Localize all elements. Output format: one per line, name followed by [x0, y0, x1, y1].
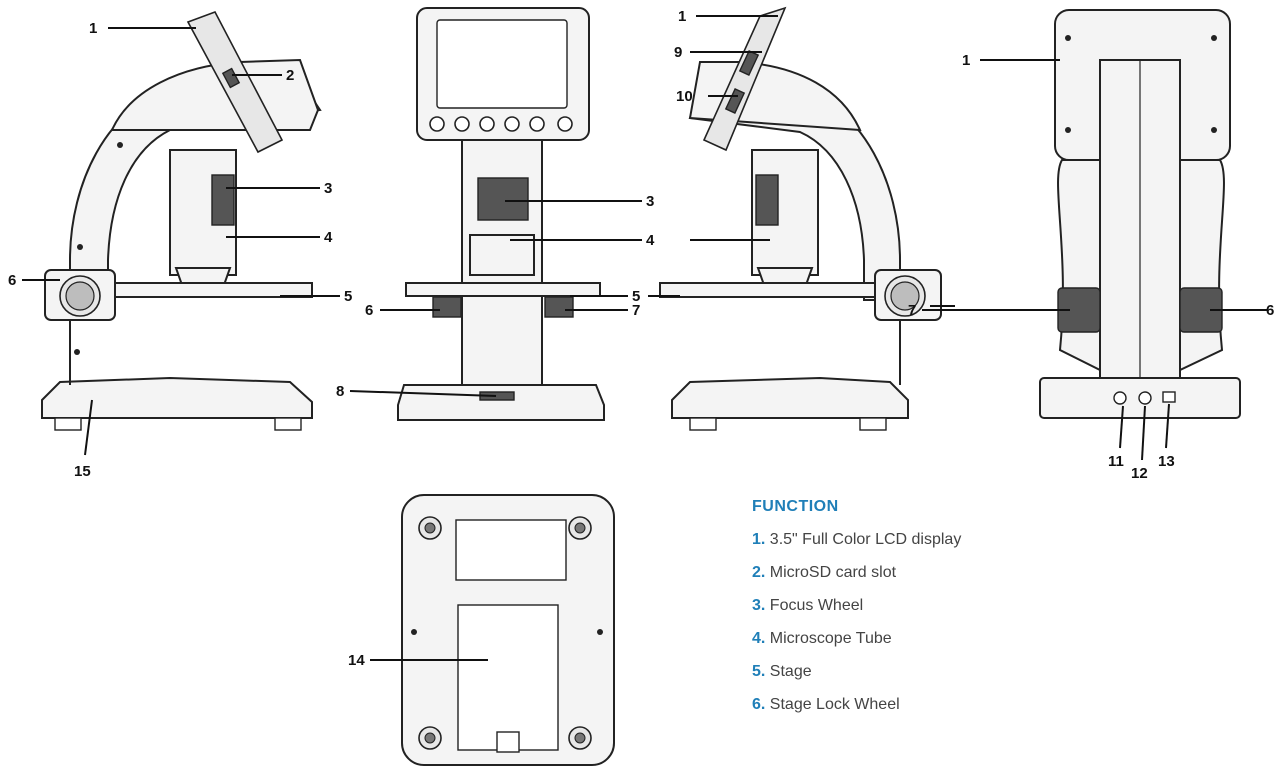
callout-4: 4: [646, 232, 655, 249]
function-legend: FUNCTION 1. 3.5" Full Color LCD display …: [752, 498, 1272, 728]
legend-item-1: 1. 3.5" Full Color LCD display: [752, 530, 1272, 563]
callout-10: 10: [676, 88, 693, 105]
callout-1: 1: [962, 52, 970, 69]
legend-item-6: 6. Stage Lock Wheel: [752, 695, 1272, 728]
callout-6: 6: [365, 302, 373, 319]
legend-item-2: 2. MicroSD card slot: [752, 563, 1272, 596]
callout-12: 12: [1131, 465, 1148, 482]
callout-5: 5: [344, 288, 352, 305]
legend-number: 2.: [752, 564, 766, 581]
legend-label: MicroSD card slot: [769, 564, 897, 581]
legend-label: Microscope Tube: [769, 630, 892, 647]
legend-number: 4.: [752, 630, 766, 647]
legend-number: 6.: [752, 696, 766, 713]
legend-label: Stage Lock Wheel: [769, 696, 900, 713]
bottom-view: 14: [348, 494, 615, 766]
legend-item-4: 4. Microscope Tube: [752, 629, 1272, 662]
callout-3: 3: [646, 193, 654, 210]
callout-1: 1: [89, 20, 97, 37]
callout-2: 2: [286, 67, 294, 84]
callout-5: 5: [632, 288, 640, 305]
callout-7: 7: [632, 302, 640, 319]
legend-number: 5.: [752, 663, 766, 680]
callout-14: 14: [348, 652, 365, 669]
callout-7: 7: [908, 302, 916, 319]
callout-3: 3: [324, 180, 332, 197]
callout-13: 13: [1158, 453, 1175, 470]
side-view-right: 1 9 10: [648, 6, 955, 431]
legend-number: 3.: [752, 597, 766, 614]
callout-9: 9: [674, 44, 682, 61]
side-view-left: 1 2 3 4 5 6 15: [8, 11, 352, 480]
legend-number: 1.: [752, 531, 766, 548]
legend-item-3: 3. Focus Wheel: [752, 596, 1272, 629]
callout-1: 1: [678, 8, 686, 25]
callout-15: 15: [74, 463, 91, 480]
callout-6: 6: [8, 272, 16, 289]
legend-label: 3.5" Full Color LCD display: [769, 531, 962, 548]
back-view: 1 7 6 11 12 13: [908, 9, 1274, 482]
legend-label: Stage: [769, 663, 812, 680]
legend-item-5: 5. Stage: [752, 662, 1272, 695]
function-heading: FUNCTION: [752, 498, 839, 515]
callout-8: 8: [336, 383, 344, 400]
callout-6: 6: [1266, 302, 1274, 319]
callout-11: 11: [1108, 453, 1124, 470]
legend-label: Focus Wheel: [769, 597, 864, 614]
callout-4: 4: [324, 229, 333, 246]
front-view: 3 4 5 6 7 8: [336, 7, 655, 421]
